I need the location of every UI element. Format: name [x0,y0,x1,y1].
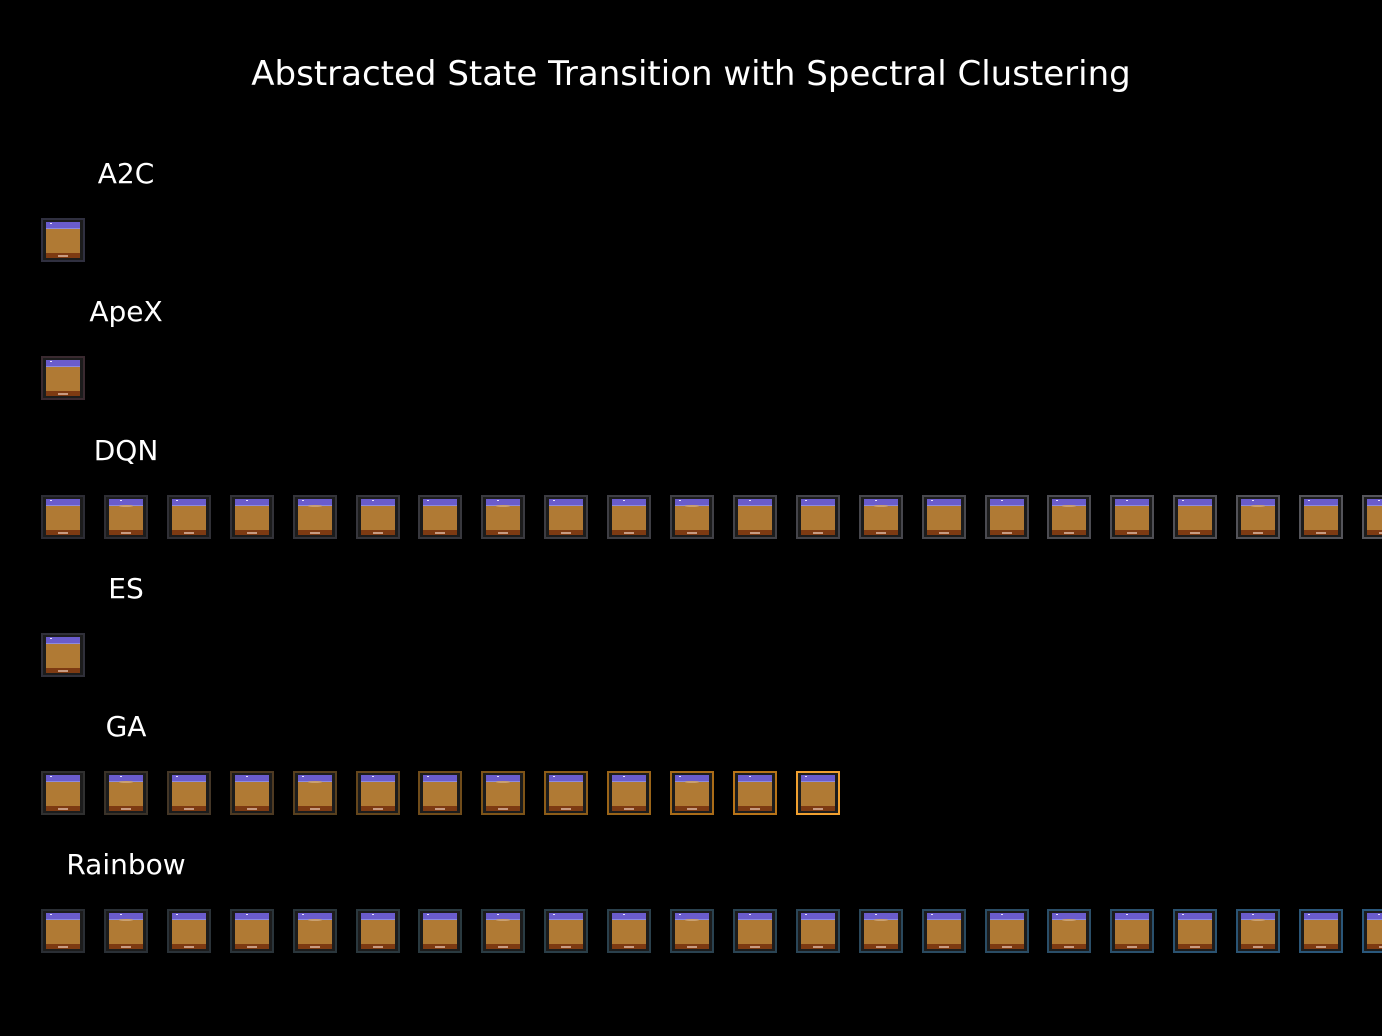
state-frame-es-1 [41,633,85,677]
state-frame-rainbow-7 [418,909,462,953]
state-frame-ga-3 [167,771,211,815]
state-frame-dqn-13 [796,495,840,539]
state-frame-rainbow-15 [922,909,966,953]
state-frame-rainbow-21 [1299,909,1343,953]
state-frame-rainbow-12 [733,909,777,953]
agent-label-rainbow: Rainbow [66,848,186,881]
state-frame-dqn-11 [670,495,714,539]
state-frame-ga-9 [544,771,588,815]
state-frame-rainbow-2 [104,909,148,953]
state-frame-rainbow-19 [1173,909,1217,953]
agent-label-a2c: A2C [97,157,155,190]
state-frame-dqn-18 [1110,495,1154,539]
state-frame-dqn-22 [1362,495,1382,539]
state-frame-ga-7 [418,771,462,815]
agent-label-dqn: DQN [93,434,159,467]
diagram-title: Abstracted State Transition with Spectra… [251,54,1131,94]
frame-row-ga [0,771,1382,817]
state-frame-rainbow-22 [1362,909,1382,953]
state-frame-dqn-5 [293,495,337,539]
frame-row-a2c [0,218,1382,264]
state-frame-dqn-6 [356,495,400,539]
state-frame-ga-13 [796,771,840,815]
state-frame-ga-10 [607,771,651,815]
state-frame-dqn-19 [1173,495,1217,539]
frame-row-rainbow [0,909,1382,955]
state-frame-dqn-21 [1299,495,1343,539]
state-frame-dqn-8 [481,495,525,539]
state-frame-dqn-17 [1047,495,1091,539]
frame-row-es [0,633,1382,679]
state-frame-rainbow-5 [293,909,337,953]
state-frame-dqn-12 [733,495,777,539]
state-frame-dqn-15 [922,495,966,539]
agent-label-es: ES [108,572,144,605]
agent-label-apex: ApeX [89,295,163,328]
state-frame-rainbow-10 [607,909,651,953]
state-frame-ga-5 [293,771,337,815]
agent-label-ga: GA [105,710,147,743]
state-frame-dqn-9 [544,495,588,539]
state-frame-rainbow-16 [985,909,1029,953]
state-frame-dqn-3 [167,495,211,539]
state-frame-ga-11 [670,771,714,815]
state-frame-rainbow-18 [1110,909,1154,953]
state-frame-rainbow-20 [1236,909,1280,953]
state-frame-rainbow-11 [670,909,714,953]
frame-row-apex [0,356,1382,402]
state-frame-dqn-14 [859,495,903,539]
state-frame-rainbow-9 [544,909,588,953]
state-frame-ga-6 [356,771,400,815]
state-frame-ga-8 [481,771,525,815]
state-frame-dqn-10 [607,495,651,539]
state-frame-rainbow-17 [1047,909,1091,953]
state-frame-ga-4 [230,771,274,815]
state-frame-rainbow-8 [481,909,525,953]
state-frame-rainbow-3 [167,909,211,953]
state-frame-dqn-2 [104,495,148,539]
frame-row-dqn [0,495,1382,541]
state-frame-rainbow-14 [859,909,903,953]
state-frame-apex-1 [41,356,85,400]
state-frame-a2c-1 [41,218,85,262]
state-frame-dqn-1 [41,495,85,539]
state-frame-rainbow-6 [356,909,400,953]
state-frame-ga-1 [41,771,85,815]
state-frame-ga-2 [104,771,148,815]
state-frame-ga-12 [733,771,777,815]
state-frame-dqn-7 [418,495,462,539]
state-frame-dqn-16 [985,495,1029,539]
state-frame-dqn-4 [230,495,274,539]
state-frame-rainbow-4 [230,909,274,953]
state-frame-rainbow-1 [41,909,85,953]
state-frame-dqn-20 [1236,495,1280,539]
state-frame-rainbow-13 [796,909,840,953]
